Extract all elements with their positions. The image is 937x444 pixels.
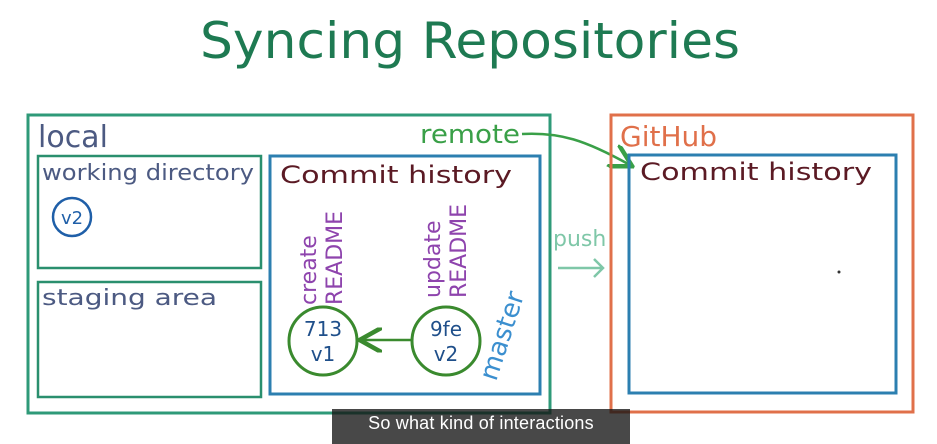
commit-713-id: 713: [304, 317, 342, 341]
push-arrow: [558, 258, 605, 278]
local-commit-history-box: [268, 154, 542, 396]
working-file-circle: [51, 196, 93, 238]
github-commit-history-box: [627, 153, 898, 395]
working-directory-box: [36, 154, 263, 270]
working-file-version: v2: [61, 208, 83, 229]
commit-713-version: v1: [311, 342, 336, 366]
staging-area-label: staging area: [42, 286, 217, 311]
branch-label: master: [474, 287, 531, 384]
commit-9fe-version: v2: [434, 342, 459, 366]
github-label: GitHub: [620, 120, 717, 153]
local-label: local: [38, 120, 108, 155]
commit-2-message-line-1: update: [421, 220, 446, 298]
video-caption: So what kind of interactions: [332, 409, 630, 437]
local-commit-history-label: Commit history: [280, 161, 512, 189]
stray-dot: [837, 270, 841, 274]
remote-arrow: [521, 132, 630, 165]
staging-area-box: [36, 280, 263, 399]
github-box: [609, 113, 915, 414]
working-directory-label: working directory: [42, 161, 254, 186]
local-box: [26, 113, 552, 415]
commit-1-message-line-1: create: [297, 235, 322, 305]
github-commit-history-label: Commit history: [640, 158, 872, 186]
video-caption-next-line: [332, 437, 630, 444]
commit-node-9fe: [410, 305, 482, 377]
commit-2-message-line-2: README: [447, 204, 472, 298]
commit-1-message-line-2: README: [323, 211, 348, 305]
page-title: Syncing Repositories: [200, 12, 740, 70]
push-label: push: [553, 227, 606, 252]
commit-9fe-id: 9fe: [430, 317, 462, 341]
remote-label: remote: [420, 120, 520, 150]
